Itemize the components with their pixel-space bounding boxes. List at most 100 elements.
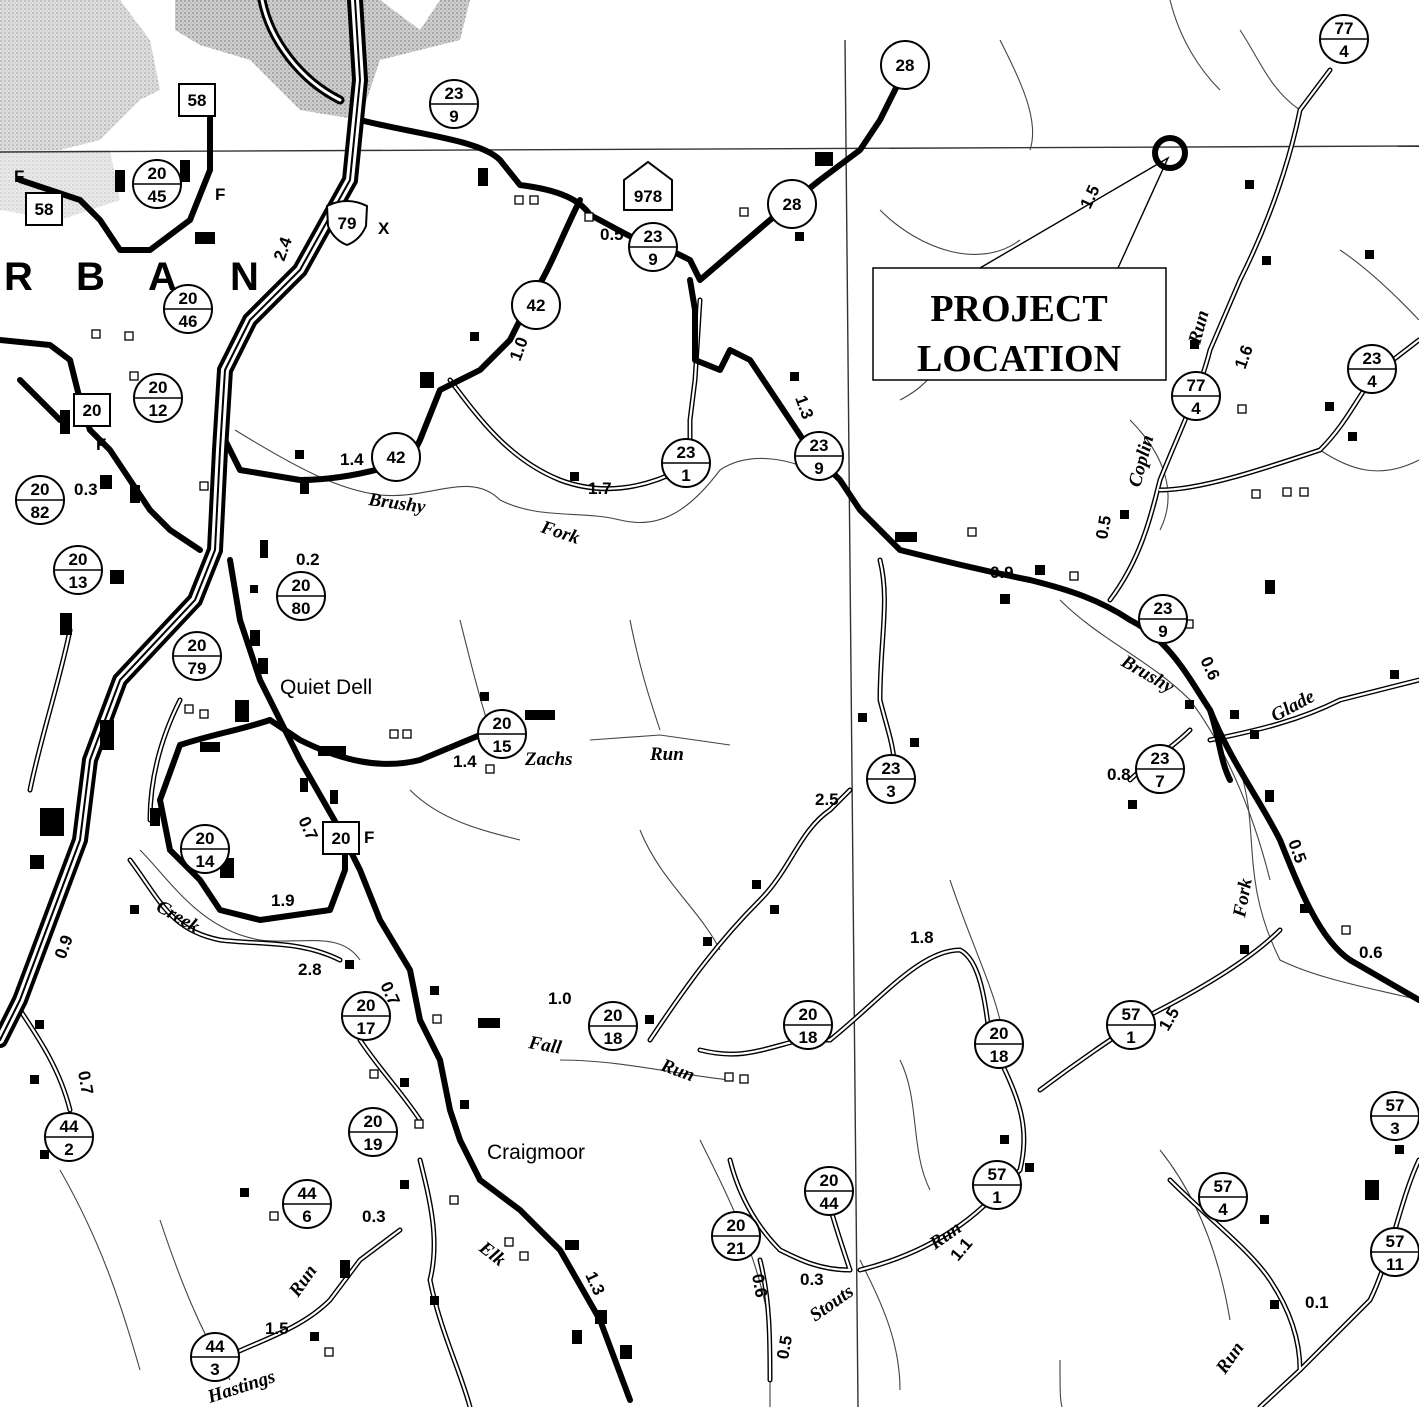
stream-label: Run (1211, 1338, 1248, 1379)
county-route-number: 23 (644, 227, 663, 246)
county-route-section: 17 (357, 1019, 376, 1038)
county-route-section: 12 (149, 401, 168, 420)
distance-label: 1.5 (265, 1319, 289, 1338)
county-route-section: 18 (990, 1047, 1009, 1066)
county-route-number: 20 (727, 1216, 746, 1235)
urban-letter: N (230, 255, 259, 299)
interstate-number: 79 (338, 214, 357, 233)
distance-label: 1.4 (340, 450, 364, 469)
county-route-shield: 239 (1138, 594, 1188, 644)
county-route-section: 1 (681, 466, 690, 485)
county-route-section: 4 (1218, 1200, 1228, 1219)
distance-label: 1.7 (588, 479, 612, 498)
county-route-number: 57 (1122, 1005, 1141, 1024)
county-route-number: 23 (677, 443, 696, 462)
county-route-section: 46 (179, 312, 198, 331)
distance-label: 2.5 (815, 790, 839, 809)
county-route-shield: 231 (661, 438, 711, 488)
us-route-number: 58 (188, 91, 207, 110)
distance-label: 0.9 (51, 933, 77, 962)
county-route-number: 20 (493, 714, 512, 733)
county-route-number: 77 (1187, 376, 1206, 395)
county-route-section: 11 (1386, 1255, 1404, 1274)
building-markers (30, 152, 1404, 1359)
boxed-shields: 978 20 20 F F F F (14, 160, 673, 855)
distance-label: 1.9 (271, 891, 295, 910)
county-route-shield: 571 (1106, 1000, 1156, 1050)
route-suffix-f: F (14, 167, 24, 186)
county-route-number: 20 (799, 1005, 818, 1024)
county-route-number: 20 (820, 1171, 839, 1190)
distance-label: 0.5 (773, 1334, 796, 1361)
stream-label: Fork (1229, 876, 1257, 920)
distance-label: 0.1 (1305, 1293, 1329, 1312)
distance-label: 0.6 (748, 1272, 771, 1299)
route-suffix-f: F (96, 435, 106, 454)
county-route-section: 21 (727, 1239, 746, 1258)
distance-label: 0.6 (1359, 943, 1383, 962)
route-number-box: 20 (83, 401, 102, 420)
county-route-number: 20 (196, 829, 215, 848)
county-route-section: 2 (64, 1140, 73, 1159)
county-route-section: 19 (364, 1135, 383, 1154)
county-route-section: 13 (69, 573, 88, 592)
county-route-number: 23 (882, 759, 901, 778)
county-route-number: 20 (31, 480, 50, 499)
county-route-section: 9 (814, 459, 823, 478)
stream-label: Fall (526, 1032, 564, 1059)
project-label-line1: PROJECT (930, 288, 1107, 330)
county-route-section: 44 (820, 1194, 839, 1213)
county-route-number: 44 (206, 1337, 225, 1356)
county-route-number: 57 (988, 1165, 1007, 1184)
route-number-box: 20 (332, 829, 351, 848)
project-location-marker (1152, 135, 1188, 171)
county-route-section: 9 (648, 250, 657, 269)
county-route-shield: 573 (1370, 1091, 1419, 1141)
state-route-number: 42 (527, 296, 546, 315)
county-route-section: 6 (302, 1207, 311, 1226)
county-route-section: 45 (148, 187, 167, 206)
county-route-number: 57 (1214, 1177, 1233, 1196)
county-route-number: 23 (810, 436, 829, 455)
county-route-section: 4 (1339, 42, 1349, 61)
county-route-number: 20 (149, 378, 168, 397)
county-route-shields: 7742392045204620122082239774234231239201… (15, 14, 1419, 1382)
stream-label: Creek (153, 896, 204, 938)
distance-label: 1.4 (453, 752, 477, 771)
interstate-shield: 79 X (325, 200, 390, 247)
county-route-section: 14 (196, 852, 215, 871)
county-route-shield: 239 (429, 79, 479, 129)
county-route-section: 7 (1155, 772, 1164, 791)
county-route-number: 20 (179, 289, 198, 308)
county-route-number: 20 (364, 1112, 383, 1131)
county-route-shield: 774 (1171, 371, 1221, 421)
county-route-section: 18 (799, 1028, 818, 1047)
county-route-shield: 442 (44, 1112, 94, 1162)
county-route-number: 20 (604, 1006, 623, 1025)
county-route-section: 3 (886, 782, 895, 801)
county-route-number: 57 (1386, 1232, 1405, 1251)
urban-letter: B (76, 255, 105, 299)
state-route-shields: 28 28 42 42 (371, 40, 930, 482)
county-route-section: 3 (1390, 1119, 1399, 1138)
county-route-shield: 574 (1198, 1172, 1248, 1222)
distance-label: 1.5 (1076, 182, 1103, 211)
county-route-number: 23 (1154, 599, 1173, 618)
stream-label: Run (284, 1261, 321, 1302)
us-route-number: 58 (35, 200, 54, 219)
county-route-number: 44 (60, 1117, 79, 1136)
distance-label: 0.6 (1196, 654, 1223, 683)
project-label-box (872, 267, 1167, 381)
